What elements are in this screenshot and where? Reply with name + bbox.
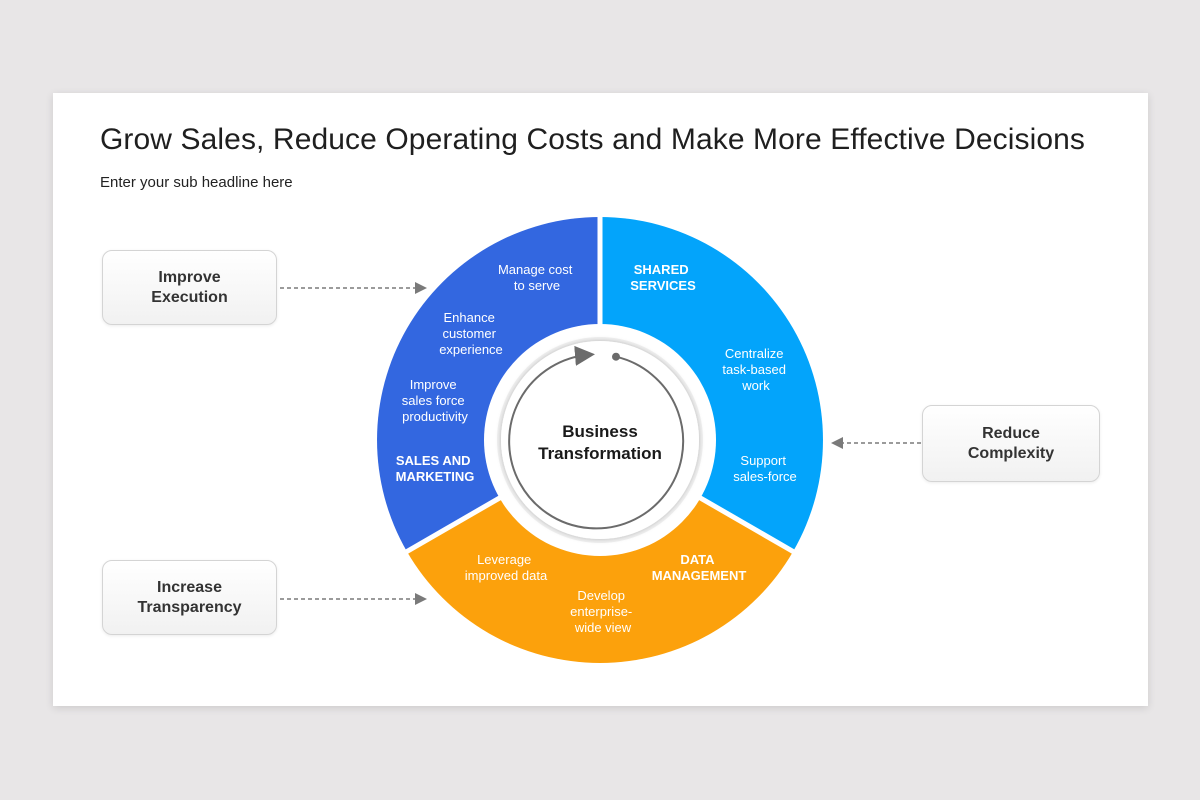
box-increase-transparency: Increase Transparency: [102, 560, 277, 635]
box-label-line2: Transparency: [137, 598, 242, 616]
item-improve-sales-force: Improve sales force productivity: [402, 377, 469, 424]
box-reduce-complexity: Reduce Complexity: [922, 405, 1100, 482]
segment-title-shared-services: SHARED SERVICES: [630, 262, 696, 293]
box-label-line1: Increase: [157, 578, 222, 596]
item-develop-enterprise-view: Develop enterprise- wide view: [570, 588, 636, 635]
item-centralize-work: Centralize task-based work: [722, 346, 789, 393]
box-label-line2: Execution: [151, 288, 228, 306]
page-subtitle: Enter your sub headline here: [100, 174, 293, 191]
page-title: Grow Sales, Reduce Operating Costs and M…: [100, 123, 1086, 156]
item-support-sales-force: Support sales-force: [733, 453, 797, 484]
center-label-line2: Transformation: [538, 444, 662, 463]
segment-title-sales-marketing: SALES AND MARKETING: [396, 453, 475, 484]
center-disc: [501, 341, 699, 539]
cycle-arrow-icon: [508, 345, 685, 530]
item-enhance-customer-experience: Enhance customer experience: [439, 310, 503, 357]
box-label-line1: Improve: [158, 268, 221, 286]
box-label-line2: Complexity: [967, 444, 1055, 462]
box-label-line1: Reduce: [982, 424, 1040, 442]
item-leverage-data: Leverage improved data: [465, 552, 548, 583]
item-manage-cost: Manage cost to serve: [498, 262, 576, 293]
box-improve-execution: Improve Execution: [102, 250, 277, 325]
segment-title-data-management: DATA MANAGEMENT: [652, 552, 747, 583]
center-label-line1: Business: [562, 422, 638, 441]
